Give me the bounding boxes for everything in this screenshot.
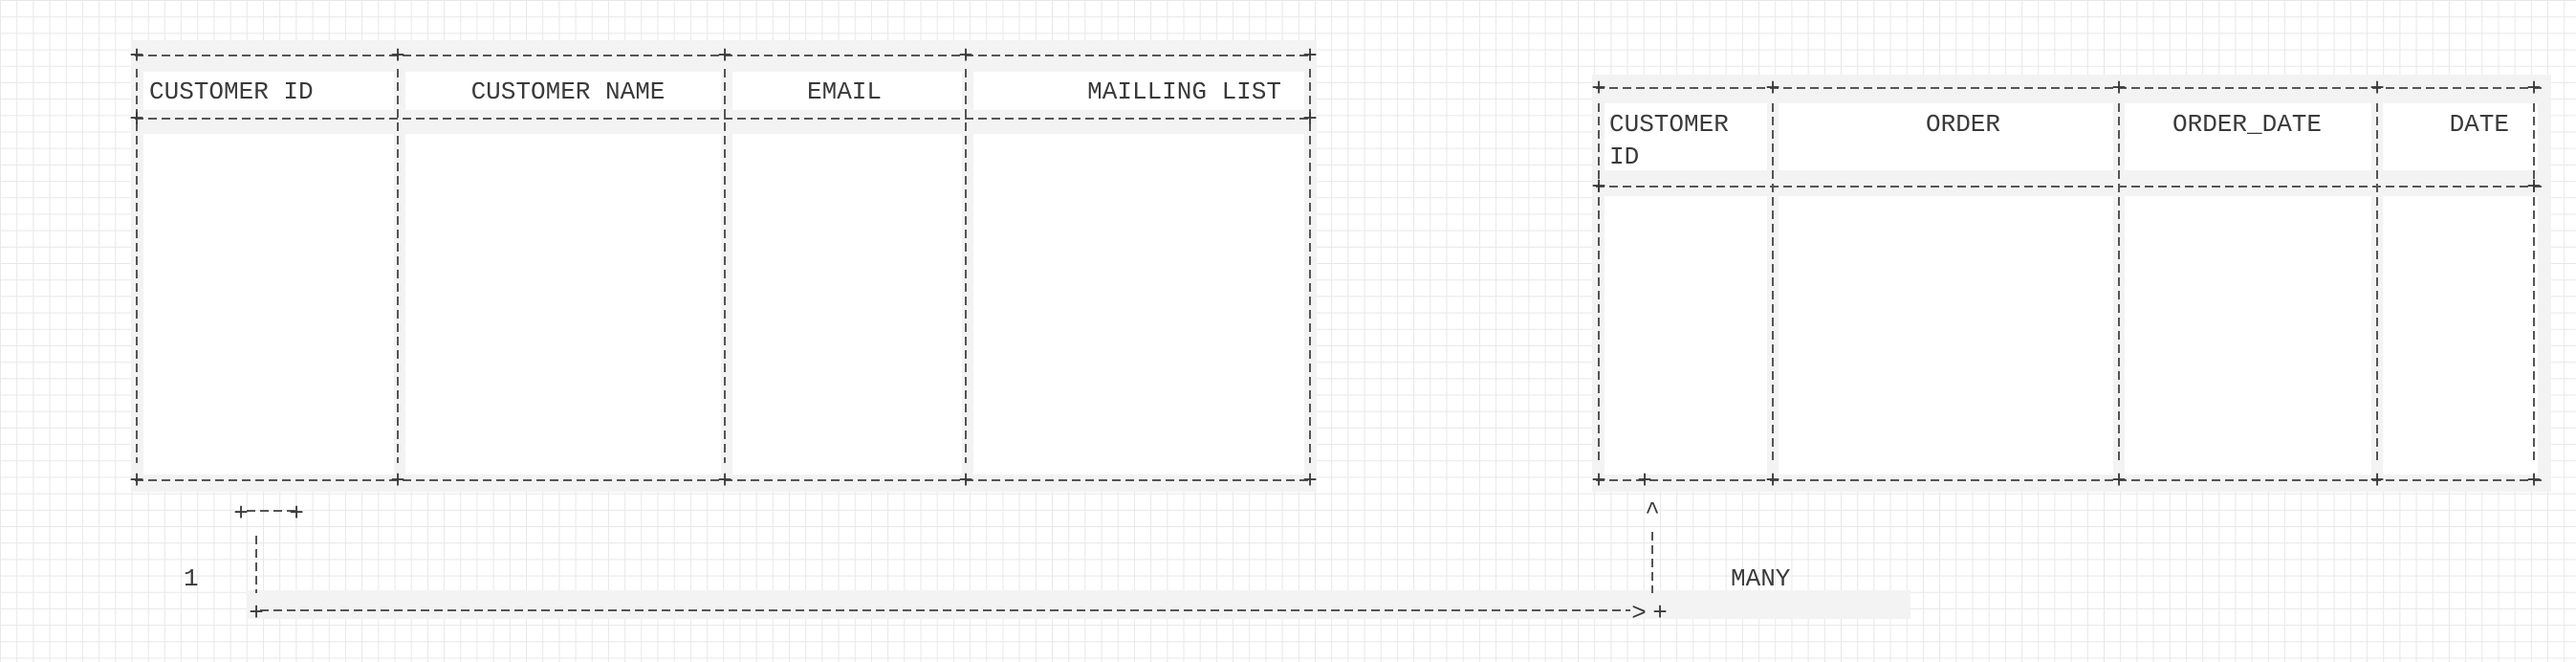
customers-header-cell-2 [405, 72, 721, 110]
customers-body-cell-2 [405, 134, 721, 474]
svg-text:+: + [2111, 75, 2127, 103]
svg-text:+: + [958, 42, 973, 71]
customers-col-mailling-list: MAILLING LIST [1087, 77, 1281, 106]
connector-glyphs: ++ + >+ ^ [233, 497, 1668, 628]
svg-text:+: + [2526, 75, 2542, 103]
svg-text:+: + [1302, 42, 1318, 71]
orders-body-cell-2 [1779, 196, 2113, 474]
arrowhead-up-icon: ^ [1645, 497, 1660, 526]
svg-text:+: + [1302, 467, 1318, 496]
orders-corner-marks: + + + + + + + + + + + + + [1591, 75, 2542, 496]
orders-body-cell-1 [1605, 196, 1767, 474]
customers-corner-marks: + + + + + + + + + + + + [129, 42, 1318, 496]
svg-text:+: + [249, 599, 264, 628]
orders-col-date: DATE [2450, 110, 2509, 139]
orders-header-cell-3 [2125, 103, 2371, 170]
svg-text:+: + [1652, 599, 1668, 628]
customers-body-cell-3 [732, 134, 962, 474]
svg-text:+: + [129, 467, 144, 496]
orders-header-cell-2 [1779, 103, 2113, 170]
svg-text:+: + [2369, 467, 2385, 496]
orders-col-order: ORDER [1926, 110, 2000, 139]
customers-header-cell-1 [143, 72, 394, 110]
customers-header-cell-4 [973, 72, 1304, 110]
customers-body-cell-1 [143, 134, 394, 474]
svg-text:+: + [390, 42, 405, 71]
svg-text:+: + [1591, 173, 1606, 202]
svg-text:+: + [1765, 75, 1780, 103]
orders-header-cell-1 [1605, 103, 1767, 170]
svg-text:+: + [2526, 467, 2542, 496]
orders-body-cell-4 [2383, 196, 2538, 474]
svg-text:+: + [717, 42, 732, 71]
customers-col-customer-id: CUSTOMER ID [149, 77, 314, 106]
svg-text:+: + [233, 499, 249, 528]
svg-text:+: + [289, 499, 304, 528]
svg-text:>: > [1631, 599, 1647, 628]
relationship-connector: ++ + >+ ^ 1 MANY [184, 497, 1910, 628]
svg-text:+: + [1637, 467, 1652, 496]
connector-background [247, 590, 1910, 619]
customers-body-cell-4 [973, 134, 1304, 474]
svg-text:+: + [717, 467, 732, 496]
svg-text:+: + [2526, 173, 2542, 202]
cardinality-one: 1 [184, 564, 199, 593]
svg-text:+: + [958, 467, 973, 496]
cardinality-many: MANY [1731, 564, 1791, 593]
svg-text:+: + [129, 42, 144, 71]
orders-body-cell-3 [2125, 196, 2371, 474]
svg-text:+: + [1302, 105, 1318, 134]
orders-col-order-date: ORDER_DATE [2172, 110, 2322, 139]
customers-header-cell-3 [732, 72, 962, 110]
svg-text:+: + [129, 105, 144, 134]
svg-text:+: + [1591, 467, 1606, 496]
orders-header-cell-4 [2383, 103, 2538, 170]
customers-col-email: EMAIL [807, 77, 882, 106]
customers-table: + + + + + + + + + + + + CUSTOMER ID CUSTOMER NAME… [129, 40, 1318, 496]
svg-text:+: + [1765, 467, 1780, 496]
svg-text:+: + [1591, 75, 1606, 103]
svg-text:+: + [2369, 75, 2385, 103]
svg-text:+: + [2111, 467, 2127, 496]
customers-col-customer-name: CUSTOMER NAME [471, 77, 666, 106]
svg-text:+: + [390, 467, 405, 496]
